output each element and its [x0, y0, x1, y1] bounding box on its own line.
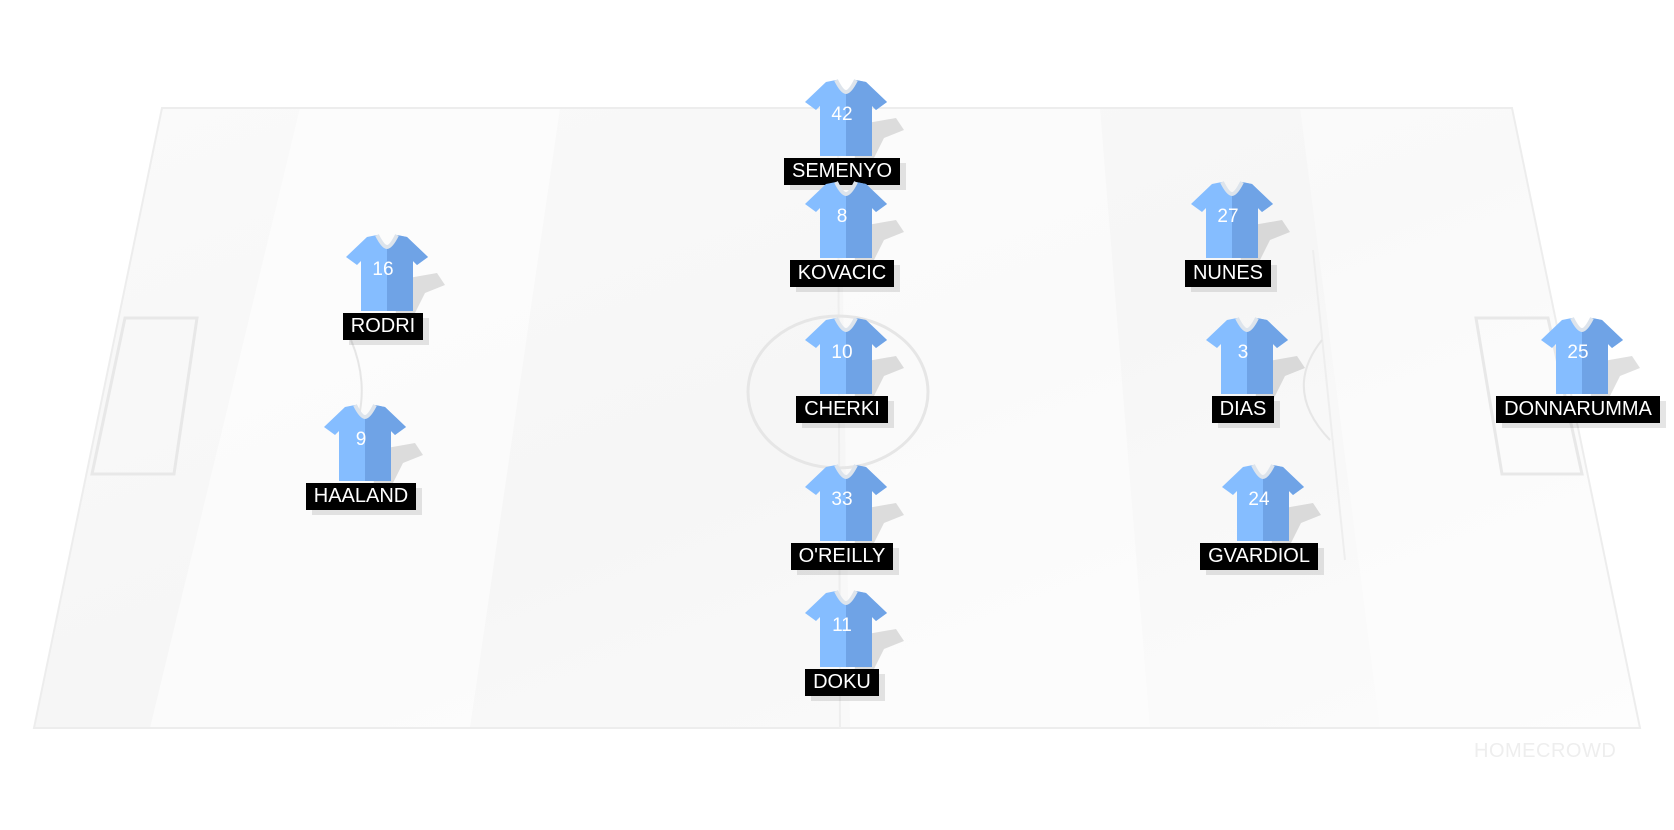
jersey: 16	[345, 233, 445, 333]
player-name: GVARDIOL	[1200, 543, 1318, 570]
shirt-number: 16	[372, 259, 394, 280]
player-name: DOKU	[805, 669, 879, 696]
shirt-number: 8	[836, 206, 848, 227]
penalty-arc	[1302, 339, 1331, 441]
watermark-logo: HOMECROWD	[1474, 740, 1617, 762]
player-name: KOVACIC	[789, 260, 895, 287]
jersey-icon	[805, 181, 904, 280]
jersey: 27	[1190, 180, 1290, 280]
shirt-number: 10	[831, 342, 853, 363]
player-name: SEMENYO	[783, 158, 901, 185]
jersey: 42	[804, 78, 904, 178]
shirt-number: 42	[831, 104, 853, 125]
player-name: DIAS	[1211, 396, 1275, 423]
pitch-outline	[32, 107, 1642, 729]
player-name: DONNARUMMA	[1496, 396, 1660, 423]
player-dias[interactable]: 3 DIAS	[1178, 316, 1318, 423]
jersey-icon	[805, 464, 904, 563]
player-doku[interactable]: 11 DOKU	[777, 589, 917, 696]
shirt-number: 27	[1217, 206, 1239, 227]
jersey: 10	[804, 316, 904, 416]
jersey-icon	[346, 234, 445, 333]
shirt-number: 24	[1248, 489, 1270, 510]
shirt-number: 11	[832, 615, 852, 636]
jersey: 11	[804, 589, 904, 689]
jersey: 8	[804, 180, 904, 280]
shirt-number: 33	[831, 489, 853, 510]
player-haaland[interactable]: 9 HAALAND	[296, 403, 436, 510]
player-name: CHERKI	[796, 396, 888, 423]
shirt-number: 3	[1237, 342, 1249, 363]
player-name: HAALAND	[305, 483, 417, 510]
shirt-number: 25	[1567, 342, 1589, 363]
jersey: 9	[323, 403, 423, 503]
jersey: 25	[1540, 316, 1640, 416]
jersey: 24	[1221, 463, 1321, 563]
penalty-line	[1312, 249, 1346, 561]
player-semenyo[interactable]: 42 SEMENYO	[777, 78, 917, 185]
player-cherki[interactable]: 10 CHERKI	[777, 316, 917, 423]
player-nunes[interactable]: 27 NUNES	[1163, 180, 1303, 287]
pitch-stripe	[840, 108, 1150, 728]
player-oreilly[interactable]: 33 O'REILLY	[777, 463, 917, 570]
player-name: NUNES	[1184, 260, 1271, 287]
player-donnarumma[interactable]: 25 DONNARUMMA	[1496, 316, 1660, 423]
player-gvardiol[interactable]: 24 GVARDIOL	[1194, 463, 1334, 570]
jersey-icon	[1191, 181, 1290, 280]
player-kovacic[interactable]: 8 KOVACIC	[777, 180, 917, 287]
jersey: 3	[1205, 316, 1305, 416]
jersey-icon	[805, 590, 904, 689]
player-name: RODRI	[342, 313, 424, 340]
shirt-number: 9	[355, 429, 367, 450]
jersey-icon	[805, 317, 904, 416]
jersey: 33	[804, 463, 904, 563]
right-goal-area	[1474, 316, 1584, 476]
pitch-stripe	[1300, 108, 1640, 728]
player-rodri[interactable]: 16 RODRI	[318, 233, 458, 340]
left-goal-area	[90, 316, 199, 476]
player-name: O'REILLY	[790, 543, 894, 570]
